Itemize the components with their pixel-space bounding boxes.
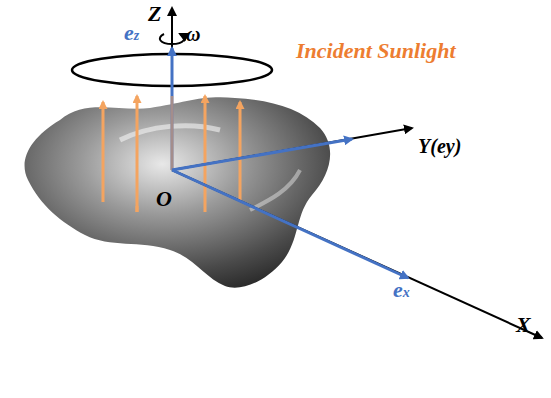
axis-label: Y(ey) xyxy=(418,136,461,156)
vector-label: ex xyxy=(393,279,410,301)
sunlight-label: Incident Sunlight xyxy=(296,40,456,62)
rotation-label: ω xyxy=(186,24,200,44)
axis-label: X xyxy=(516,314,531,336)
asteroid-body xyxy=(25,97,331,287)
axis-label: Z xyxy=(148,3,161,25)
vector-label: ez xyxy=(124,22,139,44)
origin-label: O xyxy=(156,188,172,210)
